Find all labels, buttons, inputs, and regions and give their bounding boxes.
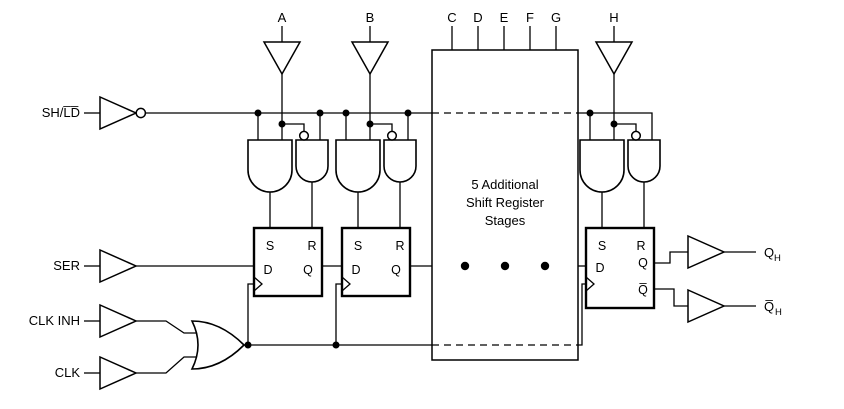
and-gate-stage1-reset-icon [295,139,329,183]
shld-buffer-icon [99,95,138,131]
clock-chevron-ff1-icon [253,276,263,292]
ff2-s-label: S [354,239,362,253]
ff2-r-label: R [395,239,404,253]
box-text-line1: 5 Additional [471,177,538,192]
wire-branch-h-bubble [614,123,637,132]
and-gate-stage8-set-icon [579,139,625,193]
inverter-bubble-stage8-icon [630,130,642,141]
ff1-r-label: R [307,239,316,253]
input-label-f: F [526,10,534,25]
clk-inh-buffer-icon [99,303,138,339]
wire-clock-riser-ff1 [247,283,254,345]
box-text-line3: Stages [485,213,526,228]
qh-output-subscript: H [774,253,781,264]
input-a-buffer-icon [262,41,302,76]
input-label-h: H [609,10,618,25]
ff8-qbar-label: Q̅ [638,283,648,297]
qh-output-label: Q [764,245,774,260]
wires [84,26,756,374]
clk-label: CLK [55,365,81,380]
ff2-d-label: D [351,263,360,277]
wire-clk-to-or [136,356,201,374]
clk-buffer-icon [99,355,138,391]
wire-branch-b-bubble [370,123,393,132]
ff2-q-label: Q [391,263,401,277]
ff1-d-label: D [263,263,272,277]
shld-inverter-bubble-icon [135,107,147,119]
input-label-e: E [500,10,509,25]
wire-shld-right [578,112,653,140]
additional-stages-box [431,49,579,361]
input-b-buffer-icon [350,41,390,76]
shld-label: SH/L̅D̅ [42,105,80,120]
qhbar-buffer-icon [687,288,726,324]
inverter-bubble-stage1-icon [298,130,310,141]
clk-inh-label: CLK INH [29,313,80,328]
and-gate-stage1-set-icon [247,139,293,193]
ff1-q-label: Q [303,263,313,277]
inverter-bubble-stage2-icon [386,130,398,141]
qh-buffer-icon [687,234,726,270]
input-label-d: D [473,10,482,25]
wire-clock-to-ff3 [578,283,586,346]
input-label-g: G [551,10,561,25]
input-label-b: B [366,10,375,25]
ser-buffer-icon [99,248,138,284]
qhbar-output-subscript: H [775,307,782,318]
clock-chevron-ff2-icon [341,276,351,292]
ff8-d-label: D [595,261,604,275]
box-text-line2: Shift Register [466,195,545,210]
junction-dots [244,109,618,349]
wire-qbar3-to-buffer [654,288,688,307]
ff1-s-label: S [266,239,274,253]
flip-flop-8 [584,226,656,310]
continuation-dots [460,261,550,271]
flip-flop-2 [340,226,412,298]
ff8-q-label: Q [638,256,648,270]
input-label-c: C [447,10,456,25]
qhbar-output-label: Q̅ [764,299,774,314]
wire-branch-a-bubble [282,123,305,132]
wire-clkinh-to-or [136,320,201,334]
clock-or-gate-icon [190,320,246,370]
and-gate-stage8-reset-icon [627,139,661,183]
wire-q3-to-buffer [654,251,688,264]
ff8-s-label: S [598,239,606,253]
flip-flop-1 [252,226,324,298]
ff8-r-label: R [636,239,645,253]
and-gate-stage2-set-icon [335,139,381,193]
and-gate-stage2-reset-icon [383,139,417,183]
input-h-buffer-icon [594,41,634,76]
wire-clock-riser-ff2 [335,283,342,345]
ser-label: SER [53,258,80,273]
input-label-a: A [278,10,287,25]
clock-chevron-ff8-icon [585,276,595,292]
